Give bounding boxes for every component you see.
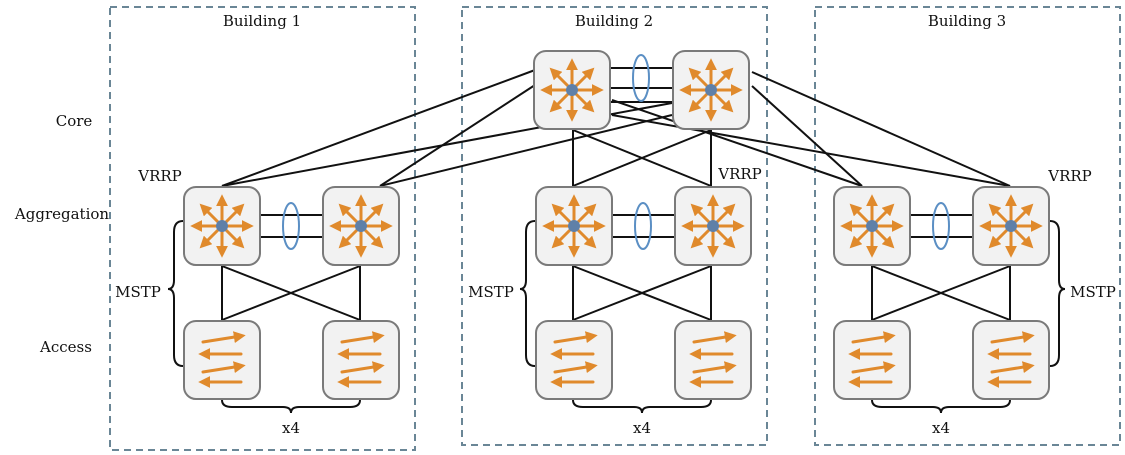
b3-aggregation-router-2-icon [973, 187, 1049, 265]
b1-count-label: x4 [282, 419, 300, 437]
layer-label-access: Access [39, 338, 92, 356]
b2-mstp-brace [519, 220, 536, 367]
aggregation-interlinks [260, 202, 972, 250]
building-2-title: Building 2 [575, 12, 653, 30]
building-1-frame [109, 6, 416, 451]
b1-aggregation-router-2-icon [323, 187, 399, 265]
building-2-frame [461, 6, 768, 446]
b1-aggregation-router-1-icon [184, 187, 260, 265]
b3-mstp-brace [1049, 220, 1066, 367]
b1-access-switch-2-icon [323, 321, 399, 399]
building-1-title: Building 1 [223, 12, 301, 30]
building-3-frame [814, 6, 1121, 446]
b3-access-switch-2-icon [973, 321, 1049, 399]
b1-access-switch-1-icon [184, 321, 260, 399]
core-interlinks [611, 54, 672, 103]
b2-mstp-label: MSTP [468, 283, 514, 301]
b1-vrrp-label: VRRP [137, 167, 182, 185]
b3-vrrp-label: VRRP [1047, 167, 1092, 185]
building-3-title: Building 3 [928, 12, 1006, 30]
layer-label-aggregation: Aggregation [14, 205, 109, 223]
b2-vrrp-label: VRRP [717, 165, 762, 183]
access-uplinks [221, 265, 1011, 321]
b3-count-brace [871, 399, 1011, 414]
core-router-2-icon [673, 51, 749, 129]
b2-access-switch-2-icon [675, 321, 751, 399]
b3-access-switch-1-icon [834, 321, 910, 399]
b2-access-switch-1-icon [536, 321, 612, 399]
core-router-1-icon [534, 51, 610, 129]
layer-label-core: Core [56, 112, 93, 130]
b3-count-label: x4 [932, 419, 950, 437]
b2-count-label: x4 [633, 419, 651, 437]
b2-aggregation-router-1-icon [536, 187, 612, 265]
b1-mstp-label: MSTP [115, 283, 161, 301]
b1-mstp-brace [167, 220, 184, 367]
b2-count-brace [572, 399, 712, 414]
b2-aggregation-router-2-icon [675, 187, 751, 265]
b3-mstp-label: MSTP [1070, 283, 1116, 301]
b1-count-brace [221, 399, 361, 414]
b3-aggregation-router-1-icon [834, 187, 910, 265]
